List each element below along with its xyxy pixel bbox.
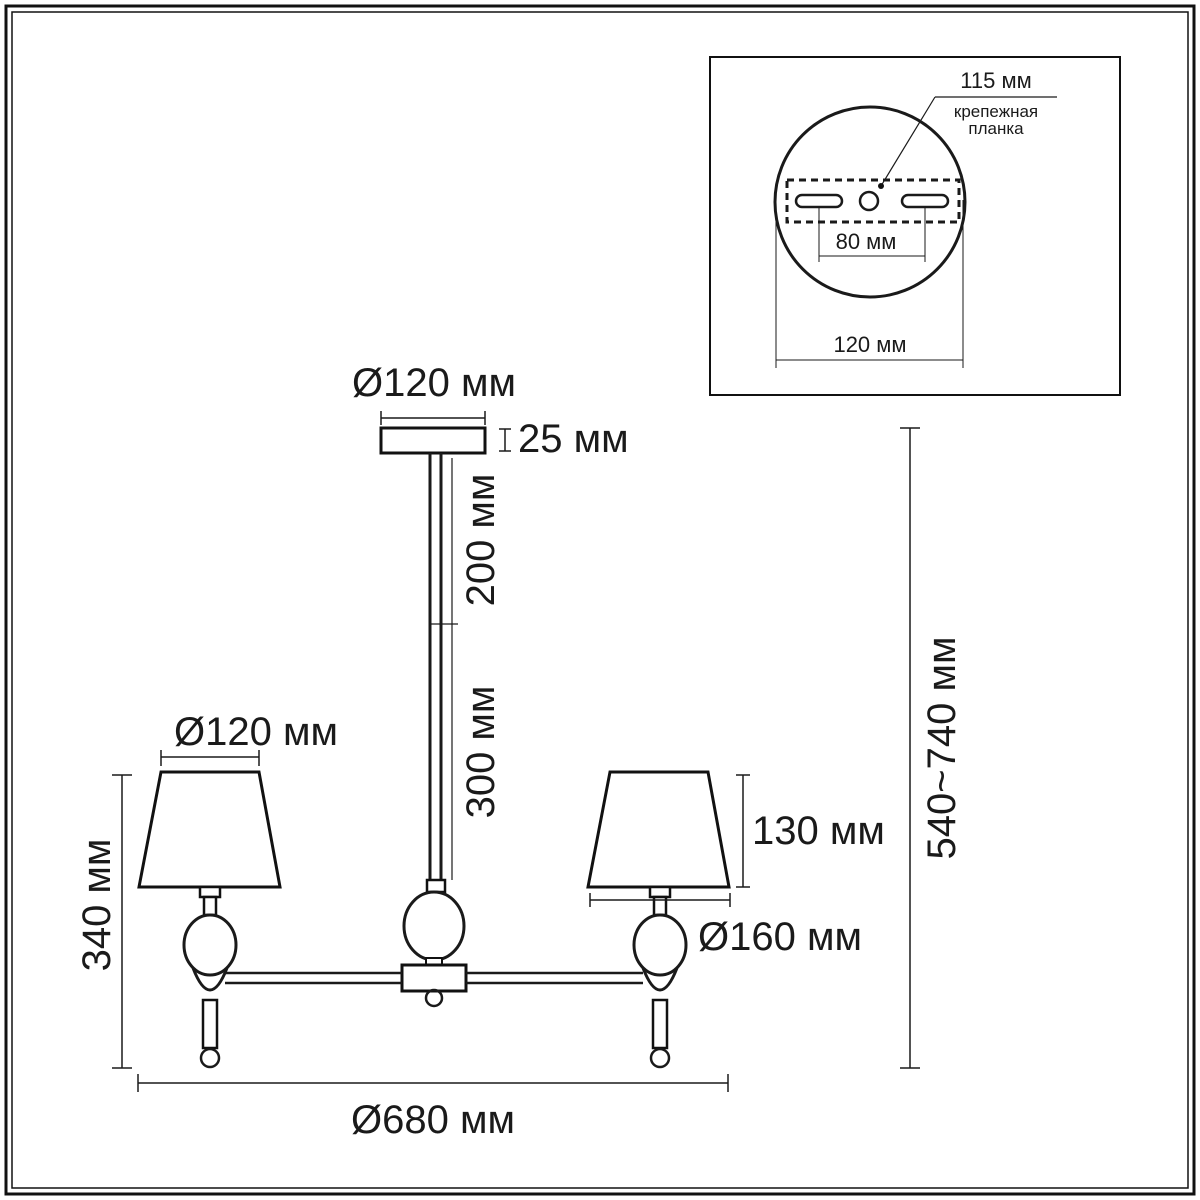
bracket-center-hole	[858, 190, 880, 212]
arm-height-label: 340 мм	[75, 839, 119, 972]
mount-diameter-label: Ø120 мм	[352, 361, 516, 405]
ceiling-mount: Ø120 мм 25 мм	[352, 361, 629, 461]
mounting-plate-inset: 115 мм крепежная планка 80 мм 120 мм	[709, 56, 1121, 396]
left-shade-top-diameter-label: Ø120 мм	[174, 710, 338, 754]
left-lamp: Ø120 мм 340 мм	[75, 710, 338, 1069]
bracket-caption-line1: крепежная	[954, 102, 1038, 121]
mounting-bracket	[785, 178, 961, 224]
right-lamp: 130 мм Ø160 мм	[586, 770, 885, 1069]
right-shade	[586, 770, 731, 889]
plate-diameter-label: 120 мм	[833, 332, 906, 357]
mount-height-label: 25 мм	[518, 417, 629, 461]
hole-spacing-label: 80 мм	[836, 229, 897, 254]
bracket-slot-left	[794, 193, 844, 209]
central-hub	[400, 963, 468, 993]
overall-diameter-label: Ø680 мм	[351, 1098, 515, 1142]
overall-height-label: 540~740 мм	[920, 637, 964, 860]
shade-bottom-diameter-label: Ø160 мм	[698, 915, 862, 959]
bracket-length-label: 115 мм	[960, 68, 1031, 93]
suspension-rod: 200 мм 300 мм	[400, 453, 503, 1008]
horizontal-arms	[225, 971, 643, 985]
bracket-slot-right	[900, 193, 950, 209]
drawing-frame	[4, 4, 1196, 1196]
rod-lower-length-label: 300 мм	[459, 686, 503, 819]
overall-dimensions: Ø680 мм 540~740 мм	[137, 427, 964, 1142]
left-shade	[137, 770, 282, 889]
bracket-caption-line2: планка	[968, 119, 1024, 138]
rod-upper-length-label: 200 мм	[459, 474, 503, 607]
shade-height-label: 130 мм	[752, 809, 885, 853]
mounting-plate-circle	[773, 105, 967, 299]
